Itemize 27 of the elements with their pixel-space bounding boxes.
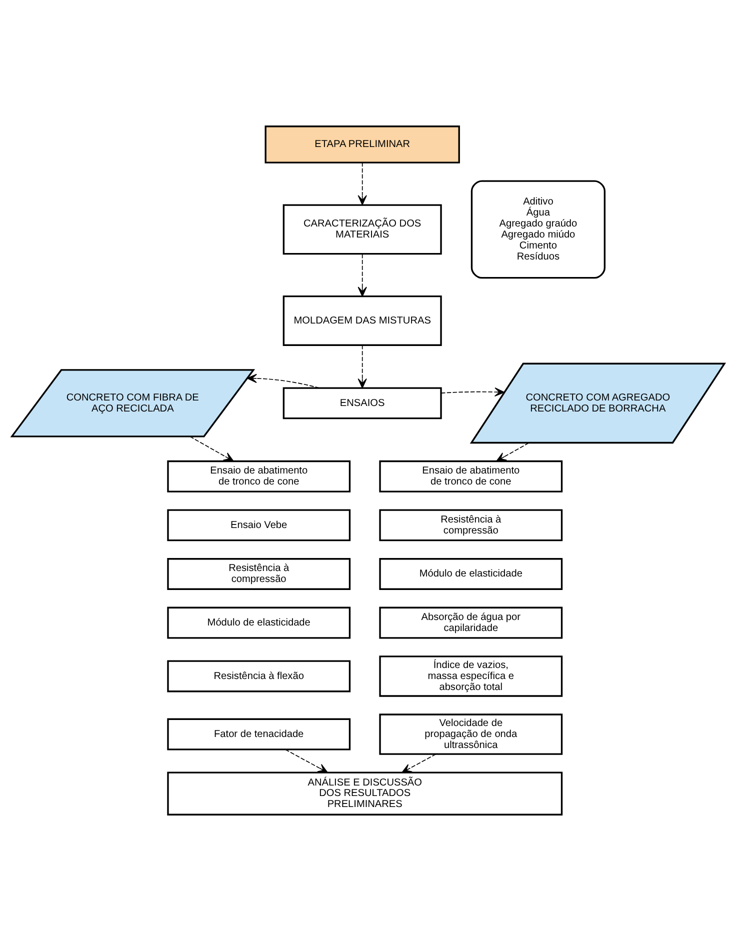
node-box: Fator de tenacidade	[167, 718, 351, 750]
arrow	[496, 442, 530, 462]
arrow	[358, 162, 367, 205]
node-box: Ensaio de abatimento de tronco de cone	[167, 460, 351, 492]
node-box: Resistência à flexão	[167, 660, 351, 692]
arrow	[402, 753, 436, 772]
arrow	[440, 386, 505, 396]
node-box: Resistência à compressão	[379, 508, 563, 541]
arrow	[358, 344, 367, 388]
node-box: Módulo de elasticidade	[379, 558, 563, 590]
node-box: ETAPA PRELIMINAR	[264, 125, 460, 163]
arrow	[358, 253, 367, 296]
node-box: Ensaio de abatimento de tronco de cone	[379, 460, 563, 492]
arrow	[246, 373, 320, 388]
node-box: MOLDAGEM DAS MISTURAS	[282, 294, 442, 346]
node-box: ENSAIOS	[282, 386, 442, 419]
node-box: Velocidade de propagação de onda ultrassônica	[379, 713, 563, 754]
node-box: Absorção de água por capilaridade	[379, 606, 563, 638]
node-box: Módulo de elasticidade	[167, 606, 351, 638]
arrow	[284, 748, 328, 772]
node-box: Índice de vazios, massa específica e absorção total	[379, 655, 563, 696]
node-box: ANÁLISE E DISCUSSÃO DOS RESULTADOS PRELIMINARES	[167, 771, 563, 815]
node-box: Ensaio Vebe	[167, 508, 351, 541]
arrow	[189, 436, 234, 462]
node-box: CARACTERIZAÇÃO DOS MATERIAIS	[282, 204, 442, 254]
node-box: Resistência à compressão	[167, 558, 351, 590]
node-box: Aditivo Água Agregado graúdo Agregado miúdo Cimento Resíduos	[470, 180, 606, 278]
